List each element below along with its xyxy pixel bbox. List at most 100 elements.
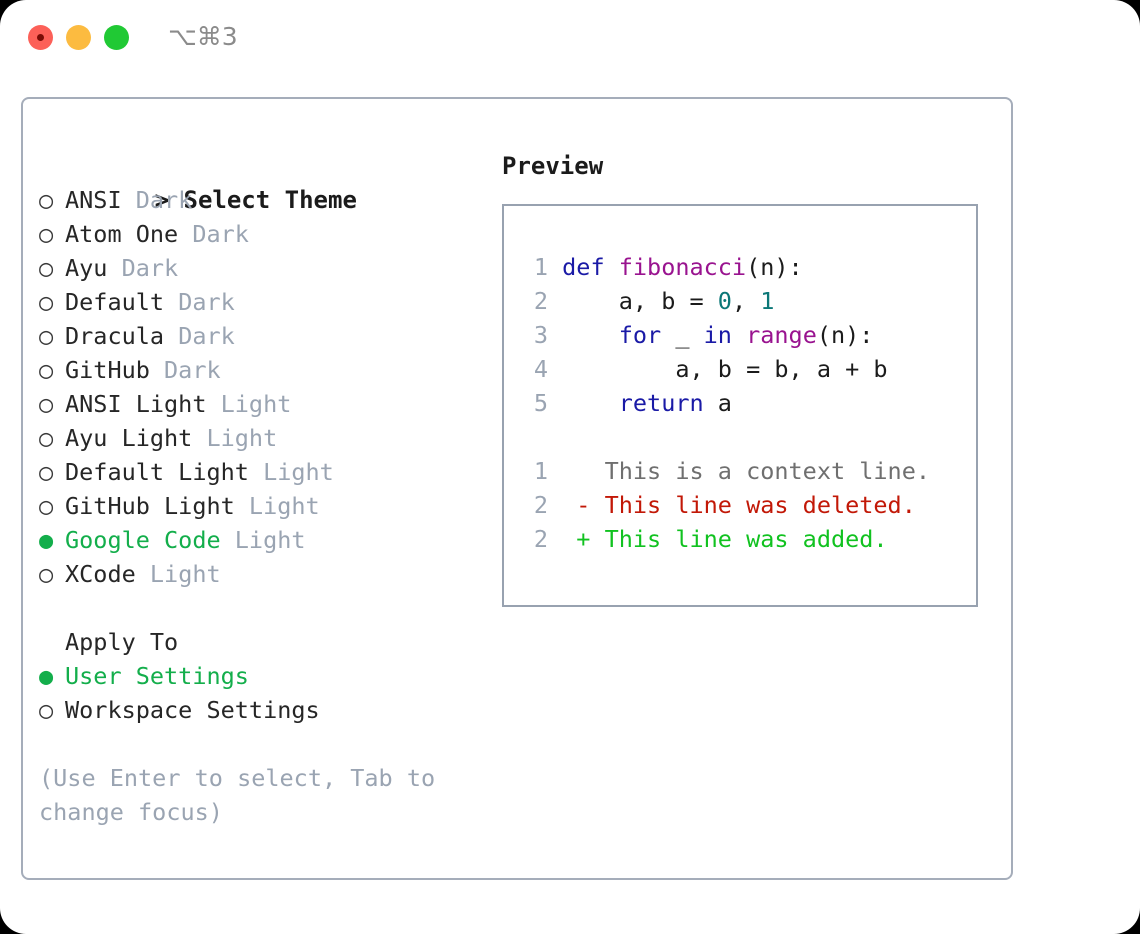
theme-kind-label: Dark [164, 322, 235, 350]
theme-name-label: GitHub [65, 356, 150, 384]
theme-name-label: Google Code [65, 526, 221, 554]
code-token-plain: (n): [816, 321, 874, 349]
diff-sample: 1 This is a context line.2 - This line w… [504, 454, 976, 556]
code-token-kw: return [618, 389, 704, 417]
theme-picker-column: > Select Theme ○ANSI Dark○Atom One Dark○… [39, 149, 479, 829]
theme-list-item[interactable]: ○ GitHub Dark [39, 353, 479, 387]
theme-kind-label: Light [206, 390, 292, 418]
radio-unselected-icon[interactable]: ○ [39, 322, 54, 350]
code-token-fn: fibonacci [618, 253, 747, 281]
code-token-plain [732, 321, 746, 349]
close-window-button[interactable] [28, 25, 53, 50]
select-theme-header: > Select Theme [39, 149, 479, 214]
title-bar: ⌥⌘3 [0, 0, 1140, 76]
gutter-space [548, 321, 562, 349]
line-number: 2 [533, 287, 548, 315]
theme-list-item[interactable]: ○ XCode Light [39, 557, 479, 591]
line-number: 4 [533, 355, 548, 383]
gutter-space [548, 355, 562, 383]
maximize-window-button[interactable] [104, 25, 129, 50]
minimize-window-button[interactable] [66, 25, 91, 50]
radio-unselected-icon[interactable]: ○ [39, 458, 54, 486]
theme-list-item[interactable]: ○ GitHub Light Light [39, 489, 479, 523]
keyboard-shortcut-label: ⌥⌘3 [168, 22, 238, 51]
apply-to-heading: Apply To [65, 628, 179, 656]
theme-kind-label: Light [234, 492, 320, 520]
theme-list-item[interactable]: ● Google Code Light [39, 523, 479, 557]
theme-list: ○ANSI Dark○Atom One Dark○Ayu Dark○Defaul… [39, 183, 479, 591]
radio-unselected-icon[interactable]: ○ [39, 696, 54, 724]
preview-column: Preview 1 def fibonacci(n):2 a, b = 0, 1… [502, 149, 992, 607]
theme-kind-label: Light [135, 560, 221, 588]
code-line: 4 a, b = b, a + b [504, 352, 976, 386]
radio-unselected-icon[interactable]: ○ [39, 424, 54, 452]
apply-to-option-label: User Settings [65, 662, 249, 690]
diff-marker: - [548, 491, 605, 519]
theme-kind-label: Dark [164, 288, 235, 316]
theme-name-label: ANSI Light [65, 390, 207, 418]
theme-kind-label: Light [192, 424, 278, 452]
code-token-plain: (n): [746, 253, 803, 281]
code-token-plain [562, 389, 619, 417]
apply-to-option[interactable]: ● User Settings [39, 659, 479, 693]
code-token-kw: in [703, 321, 732, 349]
radio-unselected-icon[interactable]: ○ [39, 390, 54, 418]
theme-list-item[interactable]: ○ ANSI Light Light [39, 387, 479, 421]
theme-list-item[interactable]: ○Default Light Light [39, 455, 479, 489]
gutter-space [548, 253, 562, 281]
line-number: 1 [533, 457, 548, 485]
theme-list-item[interactable]: ○Ayu Dark [39, 251, 479, 285]
theme-name-label: Dracula [65, 322, 165, 350]
apply-to-option[interactable]: ○ Workspace Settings [39, 693, 479, 727]
code-token-plain: _ [661, 321, 704, 349]
theme-list-item[interactable]: ○ Dracula Dark [39, 319, 479, 353]
traffic-lights [28, 25, 129, 50]
apply-to-option-label: Workspace Settings [65, 696, 320, 724]
theme-name-label: XCode [65, 560, 136, 588]
diff-marker: + [548, 525, 605, 553]
theme-name-label: GitHub Light [65, 492, 235, 520]
radio-unselected-icon[interactable]: ○ [39, 288, 54, 316]
code-token-plain: a, b = b, a + b [562, 355, 888, 383]
code-token-num: 0 [717, 287, 732, 315]
radio-selected-icon[interactable]: ● [39, 526, 54, 554]
theme-name-label: Default [65, 288, 165, 316]
radio-unselected-icon[interactable]: ○ [39, 492, 54, 520]
diff-text: This is a context line. [604, 457, 931, 485]
code-token-num: 1 [760, 287, 775, 315]
radio-unselected-icon[interactable]: ○ [39, 560, 54, 588]
diff-line: 2 + This line was added. [504, 522, 976, 556]
line-number: 5 [533, 389, 548, 417]
radio-selected-icon[interactable]: ● [39, 662, 54, 690]
theme-kind-label: Dark [107, 254, 179, 282]
theme-list-item[interactable]: ○Atom One Dark [39, 217, 479, 251]
gutter-space [548, 389, 562, 417]
theme-kind-label: Dark [121, 186, 193, 214]
select-theme-header-label: Select Theme [183, 186, 357, 214]
diff-line: 2 - This line was deleted. [504, 488, 976, 522]
theme-kind-label: Light [220, 526, 306, 554]
theme-list-item[interactable]: ○ Default Dark [39, 285, 479, 319]
diff-line: 1 This is a context line. [504, 454, 976, 488]
code-line: 3 for _ in range(n): [504, 318, 976, 352]
line-number: 2 [533, 525, 548, 553]
radio-unselected-icon[interactable]: ○ [39, 220, 54, 248]
code-line: 2 a, b = 0, 1 [504, 284, 976, 318]
code-token-plain: a, b = [562, 287, 718, 315]
theme-kind-label: Dark [149, 356, 221, 384]
radio-unselected-icon[interactable]: ○ [39, 186, 54, 214]
code-line: 5 return a [504, 386, 976, 420]
theme-list-item[interactable]: ○ ANSI Dark [39, 183, 479, 217]
code-token-plain: a [703, 389, 732, 417]
theme-list-item[interactable]: ○Ayu Light Light [39, 421, 479, 455]
theme-name-label: ANSI [65, 186, 122, 214]
radio-unselected-icon[interactable]: ○ [39, 356, 54, 384]
preview-title: Preview [502, 152, 604, 180]
keyboard-hint-text: (Use Enter to select, Tab to change focu… [39, 764, 436, 826]
line-number: 2 [533, 491, 548, 519]
diff-text: This line was added. [604, 525, 888, 553]
radio-unselected-icon[interactable]: ○ [39, 254, 54, 282]
